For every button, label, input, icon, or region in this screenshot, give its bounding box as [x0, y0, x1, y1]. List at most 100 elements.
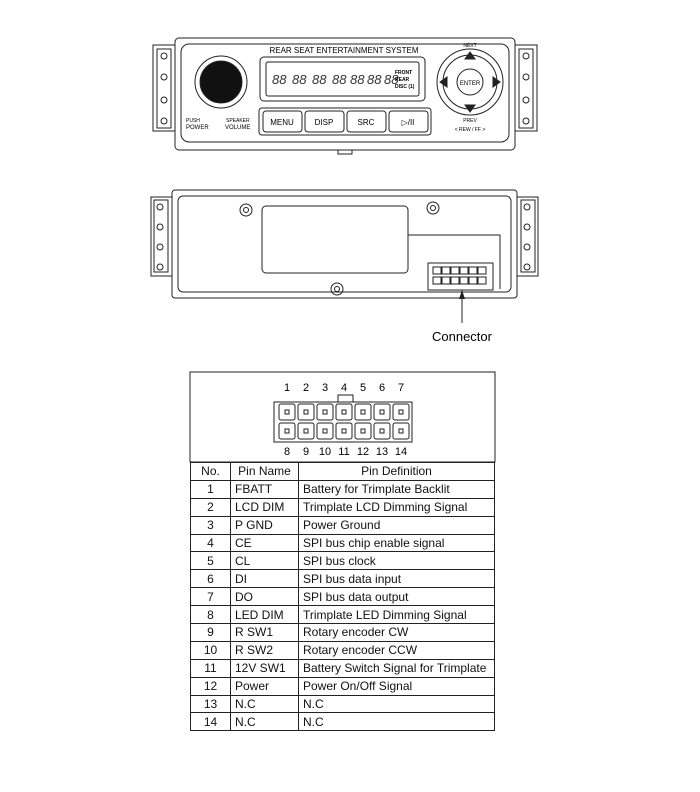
pin-number: 2 [303, 382, 309, 394]
play-pause-button[interactable] [388, 110, 429, 133]
pin-definition: N.C [298, 694, 495, 714]
pin-number: 4 [341, 382, 347, 394]
dpad-ring[interactable] [436, 48, 504, 116]
pin-no: 11 [190, 658, 231, 678]
pin-numbers-bottom: 8 9 10 11 12 13 14 [284, 446, 407, 458]
pin-contact [341, 409, 347, 415]
pin-contact [360, 428, 366, 434]
volume-knob[interactable] [199, 60, 243, 104]
pin-contact [341, 428, 347, 434]
left-bracket [150, 196, 172, 277]
pin-number: 11 [338, 446, 349, 458]
pin-cell [354, 422, 372, 440]
pin-contact [303, 409, 309, 415]
pin-no: 9 [190, 623, 231, 642]
pin-number: 1 [284, 382, 290, 394]
pin-cell [316, 403, 334, 421]
pin-no: 1 [190, 479, 231, 499]
display-window [265, 61, 420, 97]
pin-contact [284, 409, 290, 415]
pinout-connector [273, 394, 413, 443]
pin-cell [392, 403, 410, 421]
front-body [174, 37, 516, 151]
pin-contact [322, 409, 328, 415]
pin-cell [297, 422, 315, 440]
power-label: POWER [186, 125, 209, 131]
pin-cell [278, 403, 296, 421]
header-pin-name: Pin Name [230, 462, 299, 481]
menu-button[interactable] [262, 110, 303, 133]
pin-name: 12V SW1 [230, 658, 299, 678]
pin-no: 5 [190, 551, 231, 571]
screw-hole [160, 96, 168, 104]
connector-pin [441, 276, 451, 285]
indicator-disc: DISC (1) [395, 84, 415, 90]
mount-boss [330, 282, 344, 296]
callout-arrow-icon [459, 290, 465, 299]
pin-number: 7 [398, 382, 404, 394]
pin-contact [398, 428, 404, 434]
display-digit: 88 [292, 72, 307, 87]
screw-hole [156, 203, 164, 211]
rear-panel [150, 189, 539, 323]
next-label: NEXT [463, 43, 476, 49]
pin-no: 8 [190, 605, 231, 625]
pin-definition: Power On/Off Signal [298, 676, 495, 696]
arrow-up-icon [464, 51, 476, 60]
rear-connector-area [408, 234, 501, 289]
pin-number: 12 [357, 446, 369, 458]
pin-contact [360, 409, 366, 415]
pin-number: 3 [322, 382, 328, 394]
connector-pin [468, 276, 478, 285]
pin-number: 9 [303, 446, 309, 458]
src-button[interactable] [346, 110, 387, 133]
connector-pin [477, 266, 487, 275]
pin-number: 13 [376, 446, 388, 458]
display-digit: 88 [367, 72, 382, 87]
front-tab [337, 150, 353, 155]
display-digit: 88 [272, 72, 287, 87]
pin-definition: SPI bus chip enable signal [298, 533, 495, 553]
pin-name: DI [230, 569, 299, 589]
pin-definition: N.C [298, 712, 495, 732]
rew-ff-label: < REW / FF > [455, 127, 486, 133]
display-digit: 88 [332, 72, 347, 87]
pin-no: 4 [190, 533, 231, 553]
pin-no: 14 [190, 712, 231, 732]
pin-name: CE [230, 533, 299, 553]
pin-cell [373, 422, 391, 440]
arrow-down-icon [464, 104, 476, 113]
pin-cell [354, 403, 372, 421]
pin-number: 5 [360, 382, 366, 394]
system-title: REAR SEAT ENTERTAINMENT SYSTEM [269, 46, 418, 55]
volume-label: VOLUME [225, 125, 250, 131]
pin-no: 3 [190, 515, 231, 535]
screw-hole [522, 52, 530, 60]
arrow-right-icon [492, 76, 501, 88]
front-bezel [180, 43, 510, 143]
enter-button[interactable] [456, 68, 484, 96]
speaker-label: SPEAKER [226, 118, 250, 124]
screw-hole [156, 263, 164, 271]
disp-button[interactable] [304, 110, 345, 133]
header-no: No. [190, 462, 231, 481]
screw-hole [156, 243, 164, 251]
connector-pin [432, 276, 442, 285]
screw-hole [160, 117, 168, 125]
left-bracket [152, 44, 175, 132]
mount-hole [430, 205, 436, 211]
pin-number: 14 [395, 446, 407, 458]
pin-cell [278, 422, 296, 440]
pin-name: LCD DIM [230, 497, 299, 517]
pin-cell [297, 403, 315, 421]
indicator-front: FRONT [395, 70, 412, 76]
pin-cell [316, 422, 334, 440]
